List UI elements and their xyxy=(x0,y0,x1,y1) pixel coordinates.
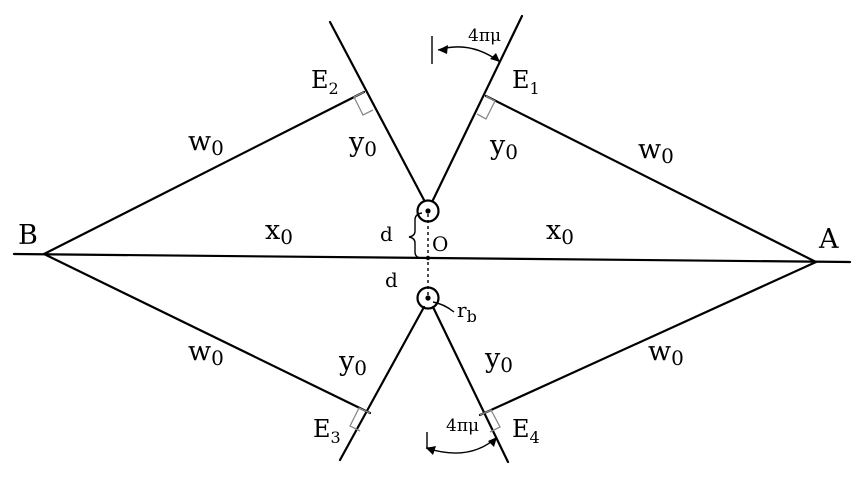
axis-line-BA xyxy=(12,252,852,264)
label-angle-upper: 4πμ xyxy=(468,26,501,46)
wedge-line-lower-left xyxy=(338,305,426,462)
label-y-lower-right: y0 xyxy=(484,343,513,377)
label-w-lower-left: w0 xyxy=(188,336,224,370)
label-y-upper-right: y0 xyxy=(489,130,518,164)
angle-arrowhead-upper-right xyxy=(490,53,500,62)
label-point-O: O xyxy=(432,232,448,256)
right-angle-marker-E3 xyxy=(349,407,371,432)
label-point-E1: E1 xyxy=(512,66,540,98)
label-y-upper-left: y0 xyxy=(348,127,377,161)
right-angle-marker-E2 xyxy=(353,91,374,116)
label-x-left: x0 xyxy=(265,215,293,249)
right-angle-marker-E1 xyxy=(476,95,496,120)
label-y-lower-left: y0 xyxy=(338,346,367,380)
label-point-E2: E2 xyxy=(311,66,339,98)
label-point-B: B xyxy=(18,220,38,251)
label-w-lower-right: w0 xyxy=(648,336,684,370)
label-w-upper-right: w0 xyxy=(638,134,674,168)
label-w-upper-left: w0 xyxy=(188,126,224,160)
label-x-right: x0 xyxy=(546,215,574,249)
distance-brace-upper xyxy=(408,212,423,259)
label-d-lower: d xyxy=(385,268,398,292)
wedge-line-lower-right xyxy=(431,305,510,464)
edge-A-E1 xyxy=(484,94,818,264)
tip-center-lower xyxy=(425,295,431,301)
label-d-upper: d xyxy=(380,222,393,246)
edge-B-E2 xyxy=(42,90,366,256)
label-point-A: A xyxy=(818,224,839,255)
edge-A-E4 xyxy=(478,260,818,417)
label-point-E4: E4 xyxy=(512,415,540,447)
edge-B-E3 xyxy=(42,252,372,415)
right-angle-marker-E4 xyxy=(479,409,501,433)
angle-arrowhead-lower-left xyxy=(426,446,436,455)
wedge-line-upper-left xyxy=(328,20,426,202)
angle-arrowhead-lower-right xyxy=(488,437,497,447)
label-angle-lower: 4πμ xyxy=(446,416,479,436)
wedge-line-upper-right xyxy=(431,14,524,202)
origin-dot xyxy=(425,255,431,261)
label-point-E3: E3 xyxy=(313,415,341,447)
angle-arc-lower xyxy=(425,436,498,454)
angle-arrowhead-upper-left xyxy=(438,45,448,54)
tip-center-upper xyxy=(425,208,431,214)
radius-leader xyxy=(432,301,455,313)
label-radius-rb: rb xyxy=(457,298,477,326)
